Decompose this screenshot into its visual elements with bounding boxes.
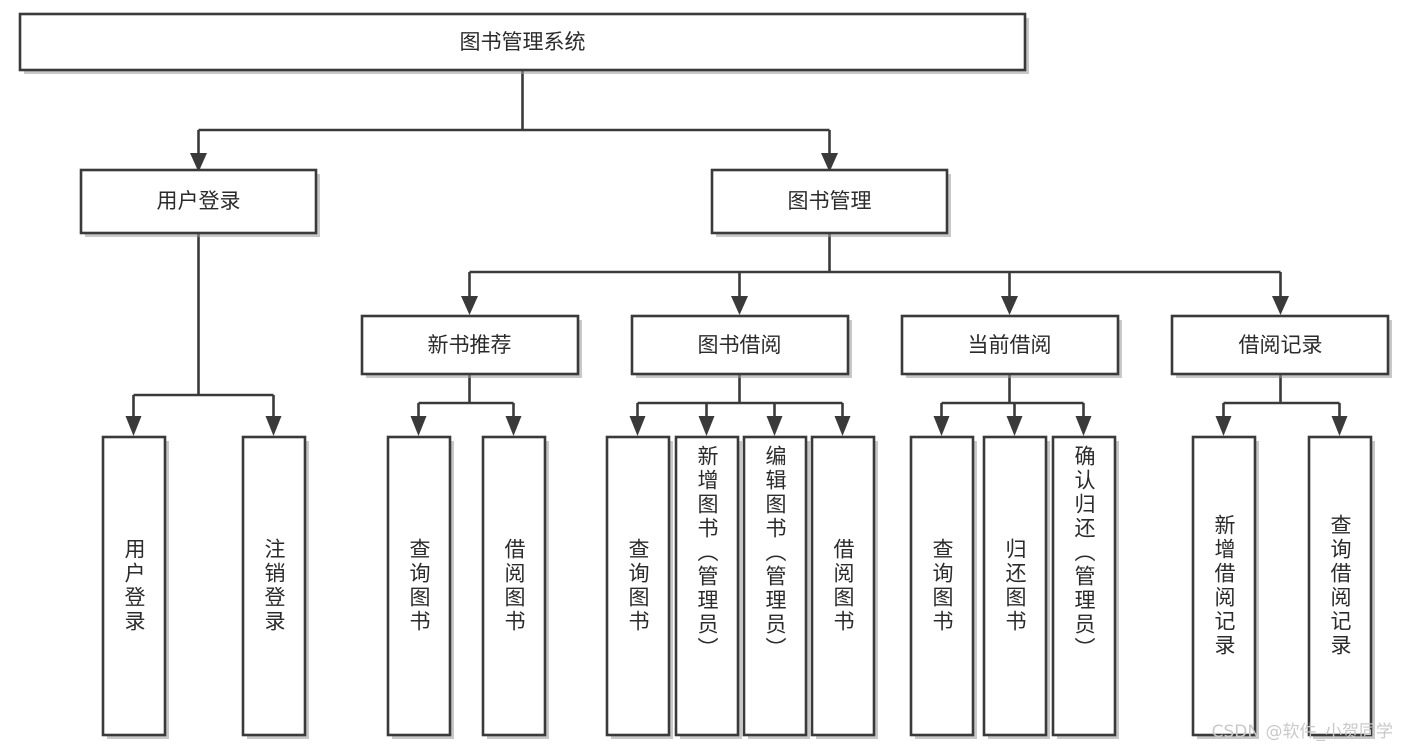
node-user-login[interactable]: 用户登录 (79, 168, 320, 237)
node-current-borrow-label: 当前借阅 (968, 333, 1052, 357)
node-leaf-borrow-book[interactable] (810, 435, 878, 739)
node-new-book-recommend-box (360, 314, 580, 376)
arrow-head-leaf-edit-book (766, 416, 783, 436)
connector-group-book-borrow (629, 374, 851, 436)
node-leaf-borrow-book-rec-box (481, 435, 547, 737)
node-current-borrow[interactable]: 当前借阅 (900, 314, 1122, 378)
arrow-head-leaf-add-book (698, 416, 715, 436)
node-leaf-borrow-book-box (810, 435, 876, 737)
node-leaf-edit-book[interactable] (742, 435, 810, 739)
csdn-watermark: CSDN @软件_小贺同学 (1211, 722, 1393, 742)
node-borrow-record-box (1170, 314, 1390, 376)
node-root-box (18, 12, 1027, 72)
node-leaf-user-logout[interactable] (241, 435, 309, 739)
node-leaf-user-logout-box (241, 435, 307, 737)
connector-group-root (190, 70, 838, 172)
arrow-head-borrow-record (1272, 296, 1289, 315)
node-leaf-query-book-rec-box (386, 435, 452, 737)
arrow-head-leaf-query-book-borrow (629, 416, 646, 436)
arrow-head-user-login (190, 153, 207, 172)
node-leaf-borrow-book-rec[interactable] (481, 435, 549, 739)
node-leaf-user-login[interactable] (101, 435, 169, 739)
node-leaf-query-book-current-box (909, 435, 975, 737)
arrow-head-leaf-query-borrow-record (1331, 416, 1348, 436)
node-leaf-add-book[interactable] (674, 435, 742, 739)
node-leaf-query-book-borrow-box (605, 435, 671, 737)
node-leaf-query-book-rec[interactable] (386, 435, 454, 739)
node-leaf-return-book[interactable] (982, 435, 1050, 739)
connector-group-new-book-recommend (410, 374, 522, 436)
connector-group-book-management (461, 233, 1289, 315)
node-current-borrow-box (900, 314, 1120, 376)
arrow-head-leaf-return-book (1006, 416, 1023, 436)
node-book-borrow-label: 图书借阅 (698, 333, 782, 357)
node-new-book-recommend-label: 新书推荐 (428, 333, 512, 357)
node-root[interactable]: 图书管理系统 (18, 12, 1029, 74)
arrow-head-current-borrow (1001, 296, 1018, 315)
node-leaf-return-book-box (982, 435, 1048, 737)
arrow-head-leaf-query-book-rec (410, 416, 427, 436)
node-leaf-query-borrow-record-box (1307, 435, 1373, 737)
node-book-management-box (710, 168, 949, 235)
node-leaf-query-book-current[interactable] (909, 435, 977, 739)
arrow-head-leaf-confirm-return (1075, 416, 1092, 436)
arrow-head-leaf-borrow-book-rec (505, 416, 522, 436)
node-leaf-edit-book-box (742, 435, 808, 737)
node-leaf-add-book-box (674, 435, 740, 737)
arrow-head-leaf-query-book-current (933, 416, 950, 436)
node-leaf-confirm-return-box (1051, 435, 1117, 737)
node-borrow-record[interactable]: 借阅记录 (1170, 314, 1392, 378)
connector-group-user-login (125, 233, 282, 436)
node-book-borrow[interactable]: 图书借阅 (630, 314, 852, 378)
node-user-login-label: 用户登录 (157, 189, 241, 213)
arrow-head-leaf-borrow-book (834, 416, 851, 436)
node-leaf-user-login-box (101, 435, 167, 737)
node-book-management-label: 图书管理 (788, 189, 872, 213)
node-leaf-add-borrow-record[interactable] (1191, 435, 1259, 739)
arrow-head-book-management (821, 153, 838, 172)
arrow-head-book-borrow (731, 296, 748, 315)
node-leaf-query-borrow-record[interactable] (1307, 435, 1375, 739)
arrow-head-leaf-user-login (125, 416, 142, 436)
node-user-login-box (79, 168, 318, 235)
node-book-borrow-box (630, 314, 850, 376)
arrow-head-leaf-add-borrow-record (1215, 416, 1232, 436)
arrow-head-leaf-user-logout (265, 416, 282, 436)
arrow-head-new-book-recommend (461, 296, 478, 315)
node-leaf-query-book-borrow[interactable] (605, 435, 673, 739)
node-book-management[interactable]: 图书管理 (710, 168, 951, 237)
node-leaf-confirm-return[interactable] (1051, 435, 1119, 739)
connector-group-borrow-record (1215, 374, 1348, 436)
node-leaf-add-borrow-record-box (1191, 435, 1257, 737)
connector-group-current-borrow (933, 374, 1092, 436)
node-new-book-recommend[interactable]: 新书推荐 (360, 314, 582, 378)
node-borrow-record-label: 借阅记录 (1239, 333, 1323, 357)
node-root-label: 图书管理系统 (460, 30, 586, 54)
leaf-node-boxes (101, 435, 1375, 739)
